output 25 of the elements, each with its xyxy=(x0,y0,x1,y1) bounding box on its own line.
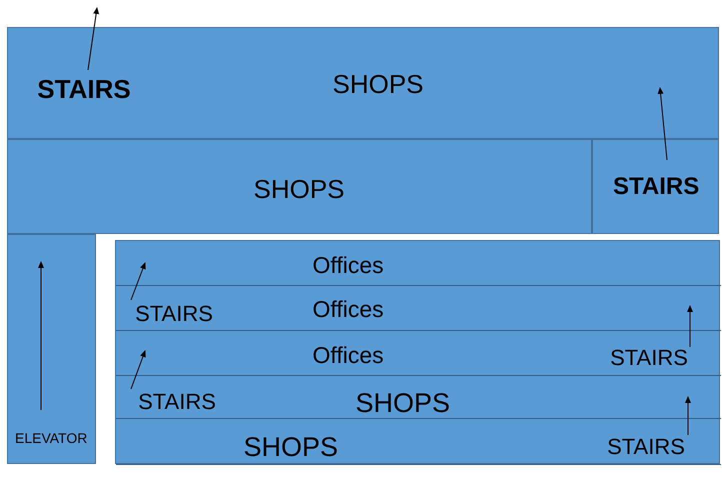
stairs-label: STAIRS xyxy=(604,343,694,373)
floor-label: Offices xyxy=(312,298,384,320)
building-block xyxy=(115,240,720,464)
stairs-label: STAIRS xyxy=(601,432,691,462)
stairs-label: STAIRS xyxy=(34,71,134,107)
elevator-label: ELEVATOR xyxy=(15,431,88,445)
arrow xyxy=(130,350,146,390)
elevator-shaft xyxy=(7,234,96,464)
floor-label: Offices xyxy=(312,254,384,276)
arrow xyxy=(88,7,100,70)
arrow xyxy=(658,87,668,160)
floor-label: SHOPS xyxy=(244,434,338,460)
stairs-label: STAIRS xyxy=(132,387,222,417)
arrow xyxy=(687,305,693,348)
floor-label: Offices xyxy=(312,344,384,366)
stairs-label: STAIRS xyxy=(613,175,700,199)
floor-band xyxy=(7,139,592,234)
floor-label: SHOPS xyxy=(254,176,345,202)
stairs-block xyxy=(592,139,719,234)
arrow xyxy=(685,396,691,436)
floor-label: SHOPS xyxy=(332,71,424,97)
floor-label: SHOPS xyxy=(356,390,450,416)
arrow xyxy=(130,262,146,300)
stairs-label: STAIRS xyxy=(129,299,219,329)
floor-band xyxy=(7,27,719,139)
